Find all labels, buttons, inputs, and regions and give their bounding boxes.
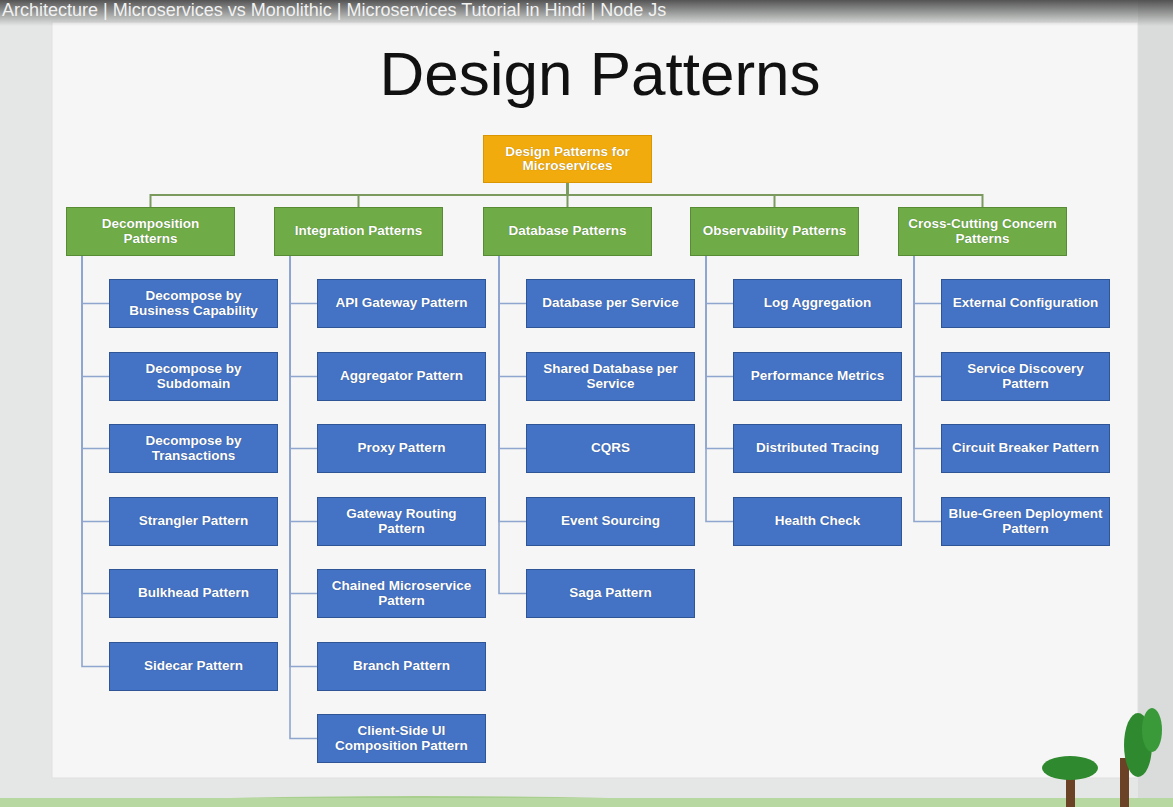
tree-connector bbox=[151, 183, 568, 207]
pattern-box: Blue-Green Deployment Pattern bbox=[941, 497, 1110, 546]
tree-connector bbox=[914, 256, 941, 449]
node-text: Observability Patterns bbox=[703, 224, 846, 239]
category-box: Integration Patterns bbox=[274, 207, 443, 256]
tree-connector bbox=[499, 256, 526, 304]
node-text: Decompose by Subdomain bbox=[116, 362, 271, 391]
category-box: Database Patterns bbox=[483, 207, 652, 256]
node-text: Branch Pattern bbox=[353, 659, 450, 674]
pattern-box: Chained Microservice Pattern bbox=[317, 569, 486, 618]
tree-connector bbox=[499, 256, 526, 522]
pattern-box: Distributed Tracing bbox=[733, 424, 902, 473]
node-text: Design Patterns for Microservices bbox=[490, 145, 645, 174]
node-text: Decompose by Business Capability bbox=[116, 289, 271, 318]
category-box: Observability Patterns bbox=[690, 207, 859, 256]
tree-connector bbox=[706, 256, 733, 304]
tree-connector bbox=[290, 256, 317, 739]
tree-connector bbox=[359, 183, 568, 207]
node-text: External Configuration bbox=[953, 296, 1099, 311]
pattern-box: Branch Pattern bbox=[317, 642, 486, 691]
node-text: Proxy Pattern bbox=[358, 441, 446, 456]
node-text: Service Discovery Pattern bbox=[948, 362, 1103, 391]
tree-connector bbox=[82, 256, 109, 667]
node-text: Blue-Green Deployment Pattern bbox=[948, 507, 1103, 536]
node-text: Aggregator Pattern bbox=[340, 369, 463, 384]
node-text: Event Sourcing bbox=[561, 514, 660, 529]
node-text: Saga Pattern bbox=[569, 586, 652, 601]
pattern-box: Decompose by Transactions bbox=[109, 424, 278, 473]
tree-connector bbox=[82, 256, 109, 594]
tree-connector bbox=[290, 256, 317, 377]
slide-title: Design Patterns bbox=[300, 38, 900, 110]
node-text: Decompose by Transactions bbox=[116, 434, 271, 463]
node-text: Circuit Breaker Pattern bbox=[952, 441, 1099, 456]
tree-connector bbox=[499, 256, 526, 377]
node-text: Shared Database per Service bbox=[533, 362, 688, 391]
tree-connector bbox=[290, 256, 317, 522]
node-text: API Gateway Pattern bbox=[335, 296, 467, 311]
pattern-box: Saga Pattern bbox=[526, 569, 695, 618]
category-box: Decomposition Patterns bbox=[66, 207, 235, 256]
tree-connector bbox=[290, 256, 317, 449]
tree-connector bbox=[914, 256, 941, 304]
node-text: CQRS bbox=[591, 441, 630, 456]
node-text: Health Check bbox=[775, 514, 861, 529]
pattern-box: Log Aggregation bbox=[733, 279, 902, 328]
node-text: Strangler Pattern bbox=[139, 514, 249, 529]
tree-connector bbox=[914, 256, 941, 377]
pattern-box: Sidecar Pattern bbox=[109, 642, 278, 691]
pattern-box: CQRS bbox=[526, 424, 695, 473]
tree-connector bbox=[499, 256, 526, 594]
pattern-box: Event Sourcing bbox=[526, 497, 695, 546]
pattern-box: Aggregator Pattern bbox=[317, 352, 486, 401]
video-title-text: Architecture | Microservices vs Monolith… bbox=[2, 0, 666, 20]
node-text: Performance Metrics bbox=[751, 369, 885, 384]
tree-connector bbox=[706, 256, 733, 377]
pattern-box: Decompose by Subdomain bbox=[109, 352, 278, 401]
node-text: Database per Service bbox=[542, 296, 679, 311]
pattern-box: Circuit Breaker Pattern bbox=[941, 424, 1110, 473]
tree-connector bbox=[706, 256, 733, 449]
pattern-box: Bulkhead Pattern bbox=[109, 569, 278, 618]
pattern-box: Health Check bbox=[733, 497, 902, 546]
node-text: Gateway Routing Pattern bbox=[324, 507, 479, 536]
node-text: Log Aggregation bbox=[764, 296, 872, 311]
tree-connector bbox=[499, 256, 526, 449]
tree-connector bbox=[82, 256, 109, 522]
tree-illustration bbox=[1042, 708, 1162, 807]
tree-connector bbox=[82, 256, 109, 304]
node-text: Bulkhead Pattern bbox=[138, 586, 249, 601]
node-text: Sidecar Pattern bbox=[144, 659, 243, 674]
pattern-box: Shared Database per Service bbox=[526, 352, 695, 401]
pattern-box: External Configuration bbox=[941, 279, 1110, 328]
tree-connector bbox=[290, 256, 317, 304]
pattern-box: Proxy Pattern bbox=[317, 424, 486, 473]
node-text: Integration Patterns bbox=[295, 224, 423, 239]
node-text: Cross-Cutting Concern Patterns bbox=[905, 217, 1060, 246]
tree-connector bbox=[914, 256, 941, 522]
tree-connector bbox=[82, 256, 109, 377]
pattern-box: Performance Metrics bbox=[733, 352, 902, 401]
pattern-box: Decompose by Business Capability bbox=[109, 279, 278, 328]
node-text: Database Patterns bbox=[509, 224, 627, 239]
node-text: Chained Microservice Pattern bbox=[324, 579, 479, 608]
tree-connector bbox=[290, 256, 317, 667]
pattern-box: Client-Side UI Composition Pattern bbox=[317, 714, 486, 763]
pattern-box: Gateway Routing Pattern bbox=[317, 497, 486, 546]
tree-connector bbox=[82, 256, 109, 449]
tree-connector bbox=[568, 183, 983, 207]
pattern-box: API Gateway Pattern bbox=[317, 279, 486, 328]
pattern-box: Database per Service bbox=[526, 279, 695, 328]
root-box: Design Patterns for Microservices bbox=[483, 135, 652, 183]
tree-connector bbox=[706, 256, 733, 522]
node-text: Client-Side UI Composition Pattern bbox=[324, 724, 479, 753]
pattern-box: Strangler Pattern bbox=[109, 497, 278, 546]
tree-connector bbox=[290, 256, 317, 594]
category-box: Cross-Cutting Concern Patterns bbox=[898, 207, 1067, 256]
node-text: Distributed Tracing bbox=[756, 441, 879, 456]
pattern-box: Service Discovery Pattern bbox=[941, 352, 1110, 401]
node-text: Decomposition Patterns bbox=[73, 217, 228, 246]
